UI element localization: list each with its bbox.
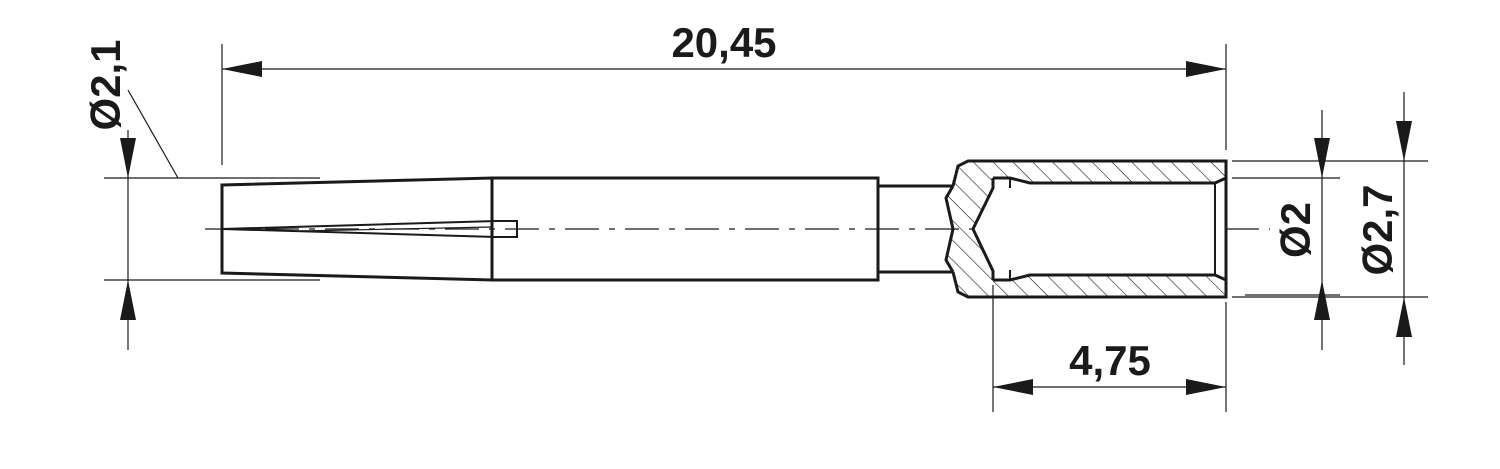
arrowhead	[993, 379, 1033, 395]
pin-neck	[878, 184, 953, 274]
dim-label-outer-diameter: Ø2,7	[1354, 184, 1401, 275]
arrowhead	[1396, 121, 1412, 161]
arrowhead	[120, 280, 136, 320]
dim-bore-depth: 4,75	[992, 285, 1227, 412]
dim-outer-diameter: Ø2,7	[1232, 92, 1428, 365]
pin-body	[490, 176, 880, 282]
arrowhead	[1314, 280, 1330, 320]
arrowhead	[222, 61, 262, 77]
dim-label-bore-diameter: Ø2	[1272, 202, 1319, 258]
arrowhead	[1396, 297, 1412, 337]
dim-overall-length: 20,45	[221, 19, 1227, 165]
dim-label-bore-depth: 4,75	[1069, 337, 1151, 384]
arrowhead	[1186, 61, 1226, 77]
crimp-sleeve	[944, 159, 1228, 299]
arrowhead	[1314, 138, 1330, 178]
dim-pin-diameter: Ø2,1	[82, 39, 320, 350]
arrowhead	[120, 138, 136, 178]
pin-slot	[221, 220, 518, 238]
arrowhead	[1186, 379, 1226, 395]
dim-bore-diameter: Ø2	[1232, 110, 1340, 350]
dim-label-overall-length: 20,45	[671, 19, 776, 66]
dim-label-pin-diameter: Ø2,1	[82, 39, 129, 130]
